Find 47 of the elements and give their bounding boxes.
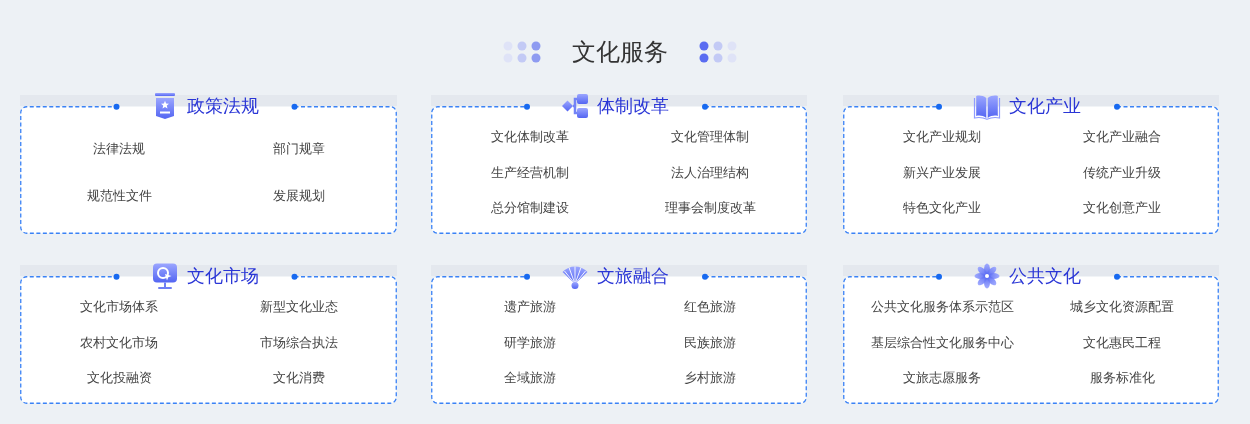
topic-text: 生产经营机制 — [491, 163, 569, 181]
category-card — [843, 92, 1219, 234]
topic-text: 文旅志愿服务 — [903, 368, 981, 386]
topic-text: 法人治理结构 — [671, 163, 749, 181]
topic-text: 文化体制改革 — [491, 128, 569, 146]
topic-text: 新兴产业发展 — [903, 163, 981, 181]
topic-text: 发展规划 — [273, 187, 325, 204]
topic-text: 文化产业融合 — [1083, 128, 1161, 146]
card-heading: 政策法规 — [186, 94, 259, 118]
topic-text: 部门规章 — [273, 140, 325, 157]
card-heading: 体制改革 — [597, 94, 669, 118]
category-card — [843, 262, 1219, 404]
category-card — [431, 92, 807, 234]
topic-text: 总分馆制建设 — [491, 198, 569, 216]
topic-text: 文化市场体系 — [80, 298, 158, 316]
topic-text: 特色文化产业 — [903, 198, 981, 216]
card-heading: 公共文化 — [1009, 264, 1081, 288]
topic-text: 基层综合性文化服务中心 — [870, 333, 1014, 351]
category-card — [431, 262, 807, 404]
card-heading: 文化产业 — [1009, 94, 1081, 118]
topic-text: 市场综合执法 — [260, 333, 338, 351]
topic-text: 文化产业规划 — [903, 128, 981, 146]
topic-text: 文化投融资 — [86, 368, 152, 386]
category-card — [20, 262, 397, 404]
topic-text: 新型文化业态 — [260, 298, 338, 316]
topic-text: 传统产业升级 — [1083, 163, 1161, 181]
category-card — [20, 92, 397, 234]
topic-text: 城乡文化资源配置 — [1070, 298, 1174, 316]
topic-text: 文化创意产业 — [1083, 198, 1161, 216]
topic-text: 理事会制度改革 — [664, 198, 756, 216]
card-heading: 文化市场 — [186, 264, 259, 288]
topic-text: 遗产旅游 — [504, 298, 556, 316]
topic-text: 规范性文件 — [86, 187, 152, 204]
topic-text: 法律法规 — [93, 140, 145, 157]
page-title: 文化服务 — [572, 37, 668, 68]
topic-text: 红色旅游 — [684, 298, 736, 316]
topic-text: 民族旅游 — [684, 333, 736, 351]
card-heading: 文旅融合 — [597, 264, 669, 288]
topic-text: 全域旅游 — [504, 368, 556, 386]
topic-text: 文化消费 — [273, 368, 325, 386]
topic-text: 文化惠民工程 — [1083, 333, 1161, 351]
topic-text: 文化管理体制 — [671, 128, 749, 146]
topic-text: 服务标准化 — [1089, 368, 1155, 386]
topic-text: 农村文化市场 — [80, 333, 158, 351]
topic-text: 公共文化服务体系示范区 — [870, 298, 1014, 316]
topic-text: 乡村旅游 — [684, 368, 736, 386]
topic-text: 研学旅游 — [504, 333, 556, 351]
